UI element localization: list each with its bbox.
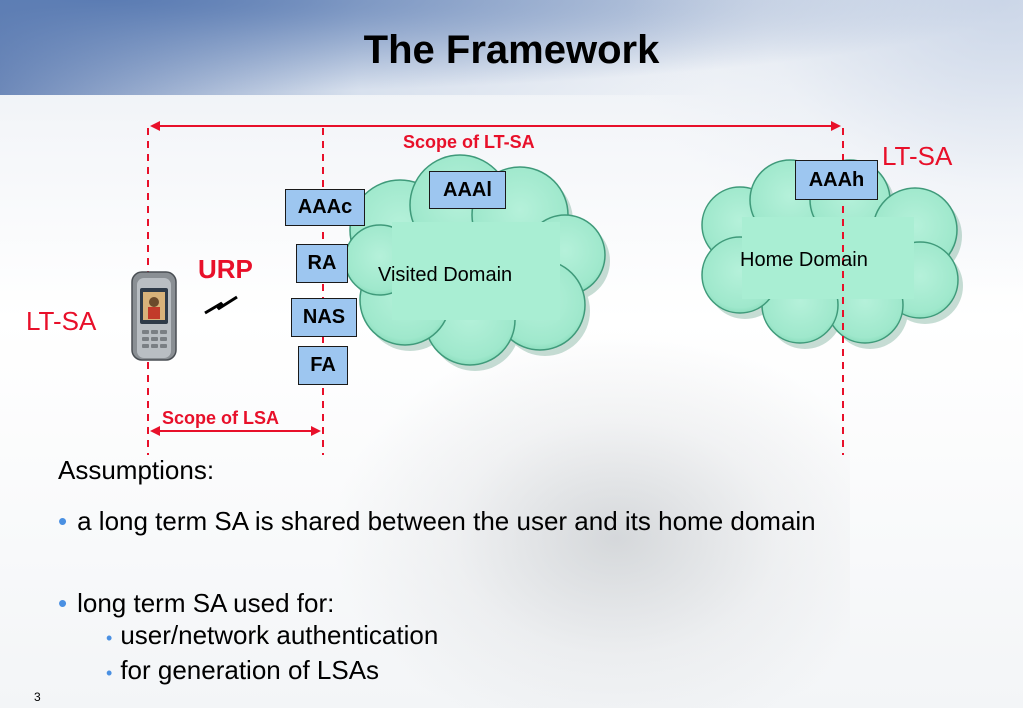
- arrow-heads: [150, 121, 841, 436]
- bullet-dot-icon: •: [58, 506, 68, 536]
- scope-lt-sa-label: Scope of LT-SA: [403, 132, 535, 152]
- slide-title: The Framework: [363, 28, 660, 72]
- lt-sa-right-label: LT-SA: [882, 141, 953, 171]
- bullet-text-2: long term SA used for:: [77, 588, 335, 618]
- visited-domain-label: Visited Domain: [378, 264, 513, 286]
- bullet-dot-icon: •: [58, 588, 68, 618]
- mobile-phone-icon: [131, 271, 177, 361]
- lt-sa-left-label: LT-SA: [26, 306, 97, 336]
- scope-lsa-label: Scope of LSA: [162, 408, 280, 428]
- sub-bullet-item-1: • user/network authentication: [106, 620, 438, 651]
- ra-box: RA: [296, 244, 348, 283]
- wireless-link-icon: [204, 295, 238, 315]
- home-domain-label: Home Domain: [740, 249, 868, 271]
- sub-bullet-text-2: for generation of LSAs: [120, 655, 380, 685]
- bullet-text-1: a long term SA is shared between the use…: [77, 506, 816, 536]
- home-domain-cloud: [701, 159, 963, 349]
- assumptions-heading: Assumptions:: [58, 455, 215, 485]
- aaac-box: AAAc: [285, 189, 365, 226]
- sub-bullet-dot-icon: •: [106, 628, 113, 648]
- visited-domain-cloud: [344, 154, 610, 371]
- bullet-item-1: • a long term SA is shared between the us…: [58, 505, 898, 537]
- sub-bullet-dot-icon: •: [106, 663, 113, 683]
- fa-box: FA: [298, 346, 348, 385]
- page-number: 3: [34, 690, 41, 704]
- background-shade: [330, 330, 850, 708]
- aaal-box: AAAl: [429, 171, 506, 209]
- sub-bullet-text-1: user/network authentication: [120, 620, 439, 650]
- bullet-item-2: • long term SA used for:: [58, 587, 898, 619]
- nas-box: NAS: [291, 298, 357, 337]
- urp-label: URP: [198, 254, 253, 284]
- aaah-box: AAAh: [795, 160, 878, 200]
- sub-bullet-item-2: • for generation of LSAs: [106, 655, 379, 686]
